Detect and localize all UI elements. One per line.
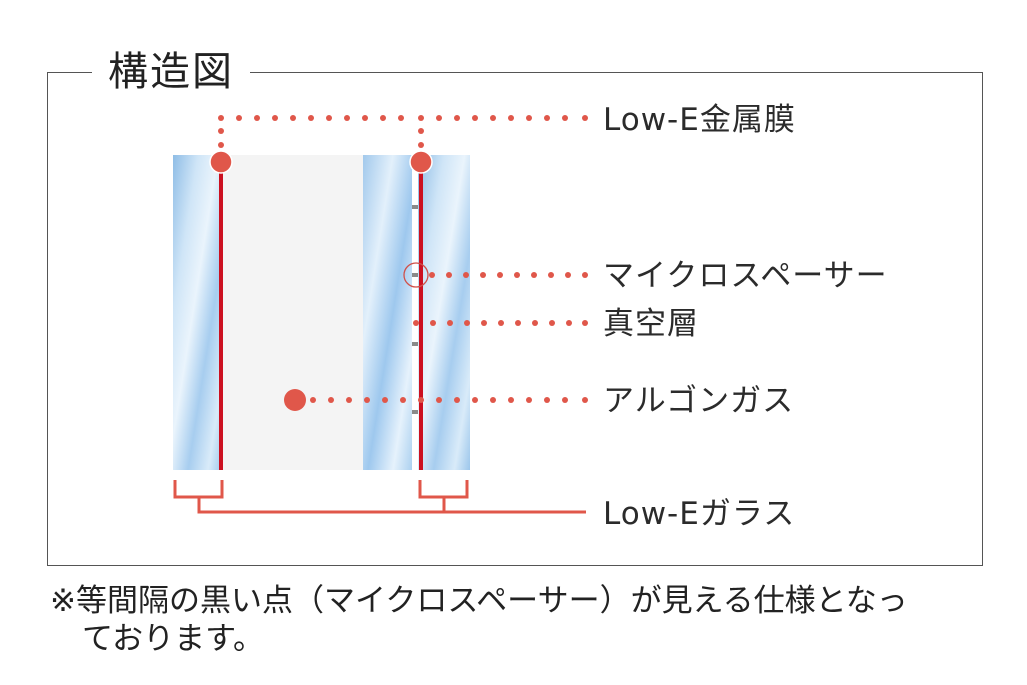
micro-spacer	[412, 273, 418, 277]
argon-gap	[223, 155, 363, 470]
argon-marker	[284, 389, 306, 411]
bracket-low-e-glass	[173, 480, 586, 514]
right-glass-outer-pane	[418, 155, 470, 470]
label-low-e-film: Low-E金属膜	[603, 102, 796, 138]
micro-spacer	[412, 205, 418, 209]
diagram-title: 構造図	[92, 42, 250, 102]
label-argon-gas: アルゴンガス	[603, 383, 795, 419]
low-e-film-right	[419, 162, 423, 470]
left-glass-pane	[173, 155, 223, 470]
leader-low-e-film	[218, 115, 588, 148]
footnote-line-1: ※等間隔の黒い点（マイクロスペーサー）が見える仕様となっ	[50, 583, 908, 619]
vacuum-strip	[412, 155, 418, 470]
footnote: ※等間隔の黒い点（マイクロスペーサー）が見える仕様となっ ております。	[50, 582, 908, 658]
low-e-film-left	[219, 162, 223, 470]
micro-spacer	[412, 342, 418, 346]
callout-marker	[409, 150, 433, 174]
callout-marker	[209, 150, 233, 174]
right-glass-inner-pane	[363, 155, 413, 470]
leader-micro-spacer	[429, 272, 588, 278]
label-vacuum-layer: 真空層	[603, 306, 699, 342]
footnote-line-2: ております。	[82, 621, 264, 657]
micro-spacer	[412, 410, 418, 414]
spacer-highlight-ring	[403, 262, 429, 288]
leader-vacuum-layer	[413, 320, 588, 326]
label-low-e-glass: Low-Eガラス	[603, 496, 796, 532]
diagram-frame	[47, 72, 983, 566]
leader-argon-gas	[310, 397, 588, 403]
label-micro-spacer: マイクロスペーサー	[603, 258, 888, 294]
